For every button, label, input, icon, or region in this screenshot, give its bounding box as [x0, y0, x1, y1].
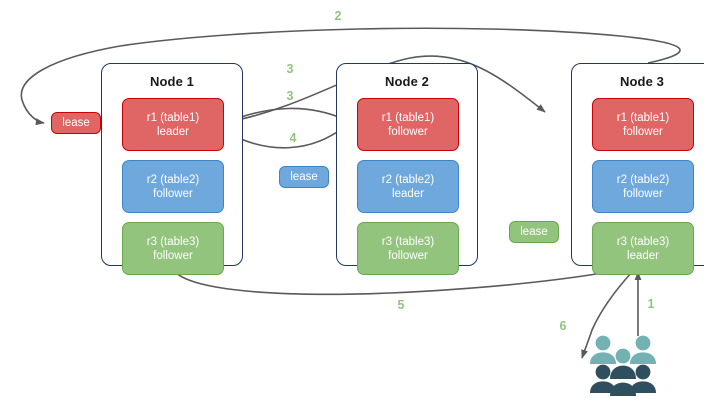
- edge-label-4: 4: [289, 131, 297, 145]
- replica-node1-r2[interactable]: r2 (table2) follower: [122, 160, 224, 213]
- replica-name: r3 (table3): [146, 235, 200, 248]
- edge-label-3b: 3: [286, 89, 294, 103]
- replica-node1-r1[interactable]: r1 (table1) leader: [122, 98, 224, 151]
- replica-name: r3 (table3): [616, 235, 670, 248]
- replica-name: r2 (table2): [381, 173, 435, 186]
- lease-badge-r2[interactable]: lease: [279, 166, 329, 188]
- node-title: Node 3: [620, 74, 664, 89]
- replica-role: leader: [157, 125, 189, 138]
- node-box-node2[interactable]: Node 2 r1 (table1) follower r2 (table2) …: [336, 63, 478, 275]
- replica-name: r1 (table1): [146, 111, 200, 124]
- replica-node2-r3[interactable]: r3 (table3) follower: [357, 222, 459, 275]
- replica-role: follower: [388, 249, 428, 262]
- replica-name: r3 (table3): [381, 235, 435, 248]
- lease-badge-r1[interactable]: lease: [51, 112, 101, 134]
- replica-name: r2 (table2): [146, 173, 200, 186]
- users-icon: [590, 335, 656, 396]
- edge-label-1: 1: [647, 297, 655, 311]
- edge-label-5: 5: [397, 298, 405, 312]
- node-title: Node 2: [385, 74, 429, 89]
- edge-label-6: 6: [559, 319, 567, 333]
- replica-node3-r1[interactable]: r1 (table1) follower: [592, 98, 694, 151]
- node-box-node1[interactable]: Node 1 r1 (table1) leader r2 (table2) fo…: [101, 63, 243, 275]
- replica-node3-r2[interactable]: r2 (table2) follower: [592, 160, 694, 213]
- replica-node2-r1[interactable]: r1 (table1) follower: [357, 98, 459, 151]
- replica-node1-r3[interactable]: r3 (table3) follower: [122, 222, 224, 275]
- replica-name: r1 (table1): [616, 111, 670, 124]
- replica-name: r1 (table1): [381, 111, 435, 124]
- replica-role: follower: [388, 125, 428, 138]
- edge-label-3a: 3: [286, 62, 294, 76]
- replica-node3-r3[interactable]: r3 (table3) leader: [592, 222, 694, 275]
- replica-role: follower: [623, 187, 663, 200]
- replica-node2-r2[interactable]: r2 (table2) leader: [357, 160, 459, 213]
- replica-role: leader: [392, 187, 424, 200]
- edge-label-2: 2: [334, 9, 342, 23]
- node-title: Node 1: [150, 74, 194, 89]
- replica-role: follower: [153, 187, 193, 200]
- lease-badge-r3[interactable]: lease: [509, 221, 559, 243]
- replica-role: follower: [623, 125, 663, 138]
- node-box-node3[interactable]: Node 3 r1 (table1) follower r2 (table2) …: [571, 63, 704, 275]
- replica-name: r2 (table2): [616, 173, 670, 186]
- replica-role: leader: [627, 249, 659, 262]
- replica-role: follower: [153, 249, 193, 262]
